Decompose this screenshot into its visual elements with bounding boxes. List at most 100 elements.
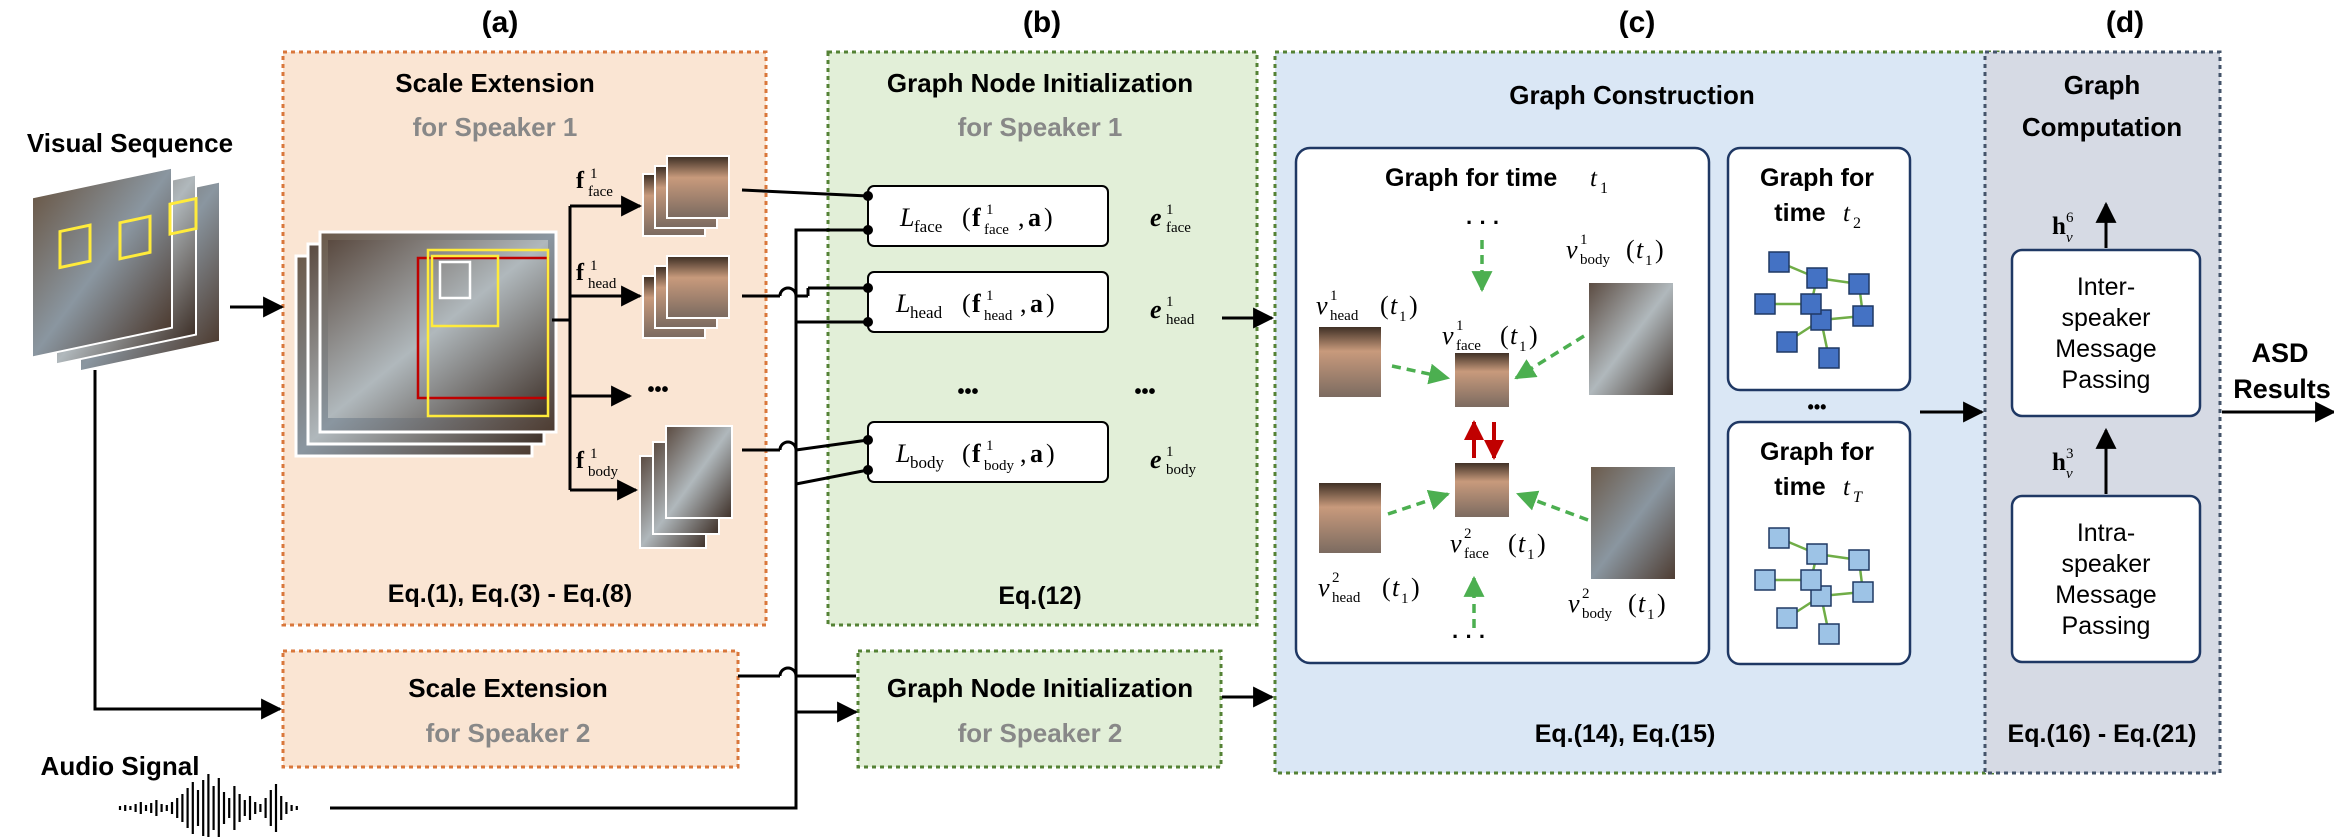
svg-text:(: ( [1628,589,1637,618]
body-crop-stack [639,425,733,549]
panel-a2-box [281,649,740,769]
svg-text:1: 1 [1330,288,1338,304]
graph-t1-inter-speaker-edges [1464,420,1504,460]
svg-text:1: 1 [1645,253,1653,269]
mini-graph-node [1754,293,1776,315]
svg-text:head: head [984,308,1013,324]
node-head-speaker2 [1317,481,1383,555]
graph-t1-dots-top: · · · [1466,210,1500,235]
svg-text:e: e [1150,203,1162,232]
panel-d-title-1: Graph [2064,70,2141,100]
svg-text:f: f [576,168,585,194]
svg-text:v: v [1316,291,1328,320]
h-top-label: h 6 v [2052,210,2074,246]
feature-label-face: f 1 face [576,166,613,200]
svg-text:v: v [2066,230,2073,246]
graph-tT-box [1726,420,1912,666]
svg-text:t: t [1392,573,1400,602]
panel-b-box [826,50,1259,627]
svg-text:f: f [576,260,585,286]
svg-text:1: 1 [986,202,994,218]
panel-d-title-2: Computation [2022,112,2182,142]
embedding-body: e 1 body [1150,444,1197,478]
svg-text:t: t [1843,200,1851,227]
svg-text:Message: Message [2055,335,2156,363]
svg-text:v: v [1566,235,1578,264]
svg-text:f: f [972,289,981,318]
mini-graph-node [1768,251,1790,273]
svg-text:e: e [1150,445,1162,474]
svg-text:Intra-: Intra- [2077,519,2135,547]
svg-text:t: t [1638,589,1646,618]
panel-c-equation: Eq.(14), Eq.(15) [1535,720,1716,748]
label-v-face-1: v 1 face ( t 1 ) [1442,318,1538,355]
svg-text:): ) [1409,291,1418,320]
svg-text:a: a [1028,203,1041,232]
svg-text:2: 2 [1582,586,1590,602]
graph-t1-dots-bottom: · · · [1452,624,1486,649]
mini-graph-node [1818,623,1840,645]
svg-text:v: v [1568,589,1580,618]
node-face-speaker1 [1453,351,1511,409]
svg-text:,: , [1020,439,1027,468]
panel-c-letter: (c) [1619,6,1656,39]
svg-text:face: face [1456,338,1481,354]
graph-t2-nodes [1754,251,1874,369]
svg-text:body: body [984,458,1015,474]
svg-text:1: 1 [986,438,994,454]
svg-text:1: 1 [1527,547,1535,563]
svg-text:L: L [895,439,910,468]
svg-text:1: 1 [1456,318,1464,334]
svg-text:1: 1 [1600,180,1608,197]
svg-text:time: time [1774,199,1826,227]
svg-text:): ) [1537,529,1546,558]
svg-text:Passing: Passing [2062,612,2151,640]
connector-arrows [93,188,2334,810]
svg-text:): ) [1411,573,1420,602]
svg-text:(: ( [1500,321,1509,350]
mini-graph-node [1852,581,1874,603]
svg-text:,: , [1020,289,1027,318]
mini-graph-node [1754,569,1776,591]
node-body-speaker2 [1589,465,1677,581]
feature-ellipsis: ••• [647,379,668,401]
output-label-2: Results [2233,374,2331,404]
label-v-body-2: v 2 body ( t 1 ) [1568,586,1666,623]
node-face-speaker2 [1453,461,1511,519]
mini-graph-node [1852,305,1874,327]
svg-text:Graph for: Graph for [1760,438,1874,466]
svg-text:a: a [1030,439,1043,468]
svg-text:): ) [1657,589,1666,618]
visual-sequence-frames [31,166,221,373]
label-v-head-1: v 1 head ( t 1 ) [1316,288,1418,325]
svg-text:1: 1 [1401,591,1409,607]
svg-text:(: ( [1380,291,1389,320]
inter-speaker-box [2010,248,2202,418]
svg-text:1: 1 [1580,232,1588,248]
visual-sequence-label: Visual Sequence [27,128,233,158]
inter-speaker-text: Inter- speaker Message Passing [2055,273,2156,394]
graph-tT-nodes [1754,527,1874,645]
panel-b2-title: Graph Node Initialization [887,673,1193,703]
panel-d-equation: Eq.(16) - Eq.(21) [2008,720,2197,748]
svg-text:speaker: speaker [2062,304,2151,332]
embedding-ellipsis: ••• [1134,381,1155,403]
mini-graph-node [1848,549,1870,571]
intra-speaker-box [2010,494,2202,664]
svg-text:1: 1 [590,446,598,462]
embedding-head: e 1 head [1150,294,1195,328]
mini-graph-node [1776,331,1798,353]
svg-text:(: ( [962,289,971,318]
label-v-head-2: v 2 head ( t 1 ) [1318,570,1420,607]
svg-text:L: L [899,203,914,232]
svg-text:e: e [1150,295,1162,324]
scale-extension-image-stack [294,230,558,458]
svg-text:head: head [1332,590,1361,606]
svg-text:): ) [1046,439,1055,468]
svg-text:face: face [1166,220,1191,236]
svg-text:1: 1 [1166,294,1174,310]
svg-text:face: face [914,217,942,236]
svg-text:(: ( [962,439,971,468]
svg-text:f: f [972,203,981,232]
